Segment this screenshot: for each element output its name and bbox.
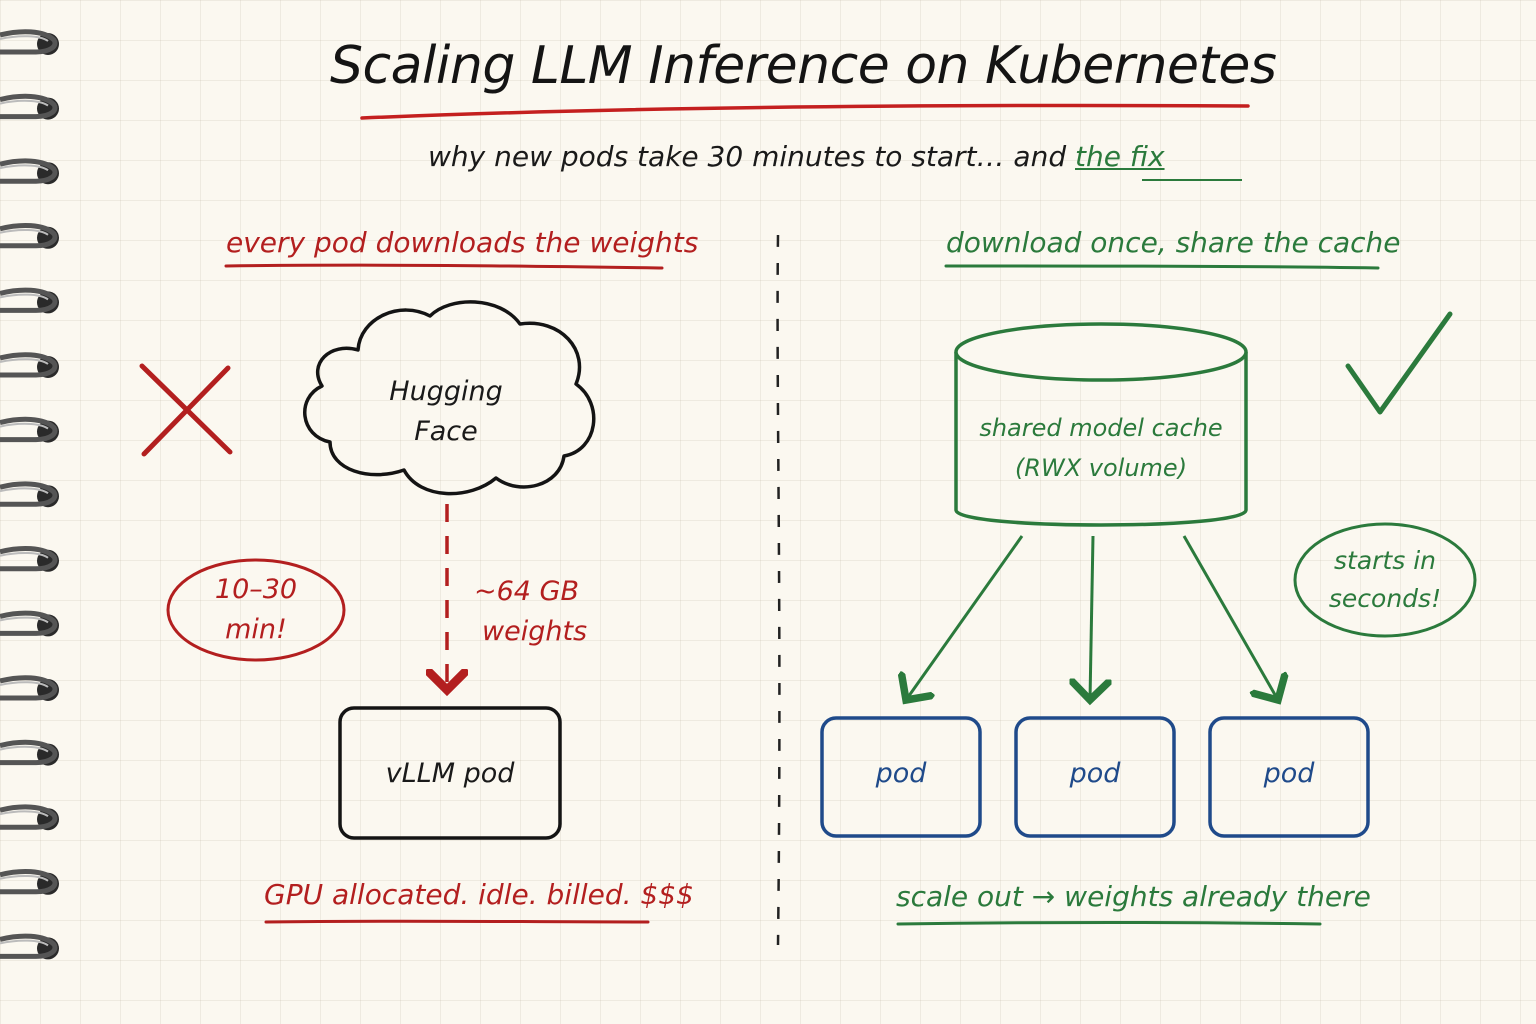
subtitle-highlight: the fix: [1075, 140, 1165, 173]
binding-ring: [0, 869, 59, 895]
binding-ring: [0, 546, 59, 572]
speed-badge-ellipse: [1293, 522, 1477, 638]
cache-arrow-right: [1182, 535, 1278, 700]
left-footer-underline: [264, 919, 650, 924]
vllm-pod-box: [338, 706, 562, 840]
speed-badge-line-2: seconds!: [1328, 584, 1442, 613]
time-badge-ellipse: [166, 558, 346, 662]
cache-node-line-2: (RWX volume): [1014, 454, 1188, 482]
right-footer-underline: [896, 921, 1322, 926]
binding-ring: [0, 287, 59, 314]
left-heading-underline: [224, 263, 664, 270]
download-label-line-2: weights: [482, 616, 588, 647]
binding-ring: [0, 804, 59, 831]
time-badge-line-2: min!: [225, 614, 287, 645]
binding-ring: [0, 481, 59, 508]
time-badge-label: 10–30 min!: [196, 570, 316, 650]
binding-ring: [0, 158, 59, 185]
cache-arrow-left: [906, 535, 1024, 700]
spiral-binding: [0, 29, 59, 960]
pod-box-3: [1208, 716, 1370, 838]
cache-node-line-1: shared model cache: [979, 414, 1223, 442]
page-subtitle: why new pods take 30 minutes to start… a…: [428, 140, 1165, 173]
check-mark-icon: [1345, 311, 1453, 415]
binding-ring: [0, 675, 59, 701]
download-label-line-1: ~64 GB: [474, 576, 580, 607]
page-title: Scaling LLM Inference on Kubernetes: [330, 36, 1277, 96]
left-heading: every pod downloads the weights: [226, 226, 699, 259]
subtitle-lead: why new pods take 30 minutes to start… a…: [428, 140, 1076, 173]
binding-ring: [0, 416, 59, 443]
right-heading-underline: [944, 264, 1380, 270]
right-heading: download once, share the cache: [946, 226, 1401, 259]
binding-ring: [0, 933, 59, 960]
panel-divider: [776, 234, 781, 946]
right-footer: scale out → weights already there: [896, 880, 1371, 913]
binding-ring: [0, 739, 59, 766]
pod-box-2: [1014, 716, 1176, 838]
cloud-node: [303, 300, 596, 496]
pod-label-1: pod: [875, 758, 927, 789]
binding-ring: [0, 93, 59, 120]
binding-ring: [0, 610, 59, 637]
title-underline: [360, 103, 1250, 120]
speed-badge-line-1: starts in: [1334, 546, 1436, 575]
cache-cylinder: [954, 322, 1248, 527]
cache-arrow-middle: [1090, 535, 1093, 700]
binding-ring: [0, 352, 59, 378]
pod-label-3: pod: [1263, 758, 1315, 789]
pod-box-1: [820, 716, 982, 838]
source-node-line-1: Hugging: [389, 376, 503, 407]
download-label: ~64 GB weights: [474, 572, 587, 652]
source-node-line-2: Face: [414, 416, 478, 447]
binding-ring: [0, 29, 59, 55]
cross-mark-icon: [139, 363, 233, 457]
vllm-pod-label: vLLM pod: [385, 758, 515, 789]
cache-node-label: shared model cache (RWX volume): [956, 408, 1246, 488]
time-badge-line-1: 10–30: [214, 574, 298, 605]
speed-badge-label: starts in seconds!: [1305, 542, 1465, 618]
source-node-label: Hugging Face: [386, 372, 506, 452]
left-footer: GPU allocated. idle. billed. $$$: [264, 878, 694, 911]
binding-ring: [0, 223, 59, 249]
pod-label-2: pod: [1069, 758, 1121, 789]
